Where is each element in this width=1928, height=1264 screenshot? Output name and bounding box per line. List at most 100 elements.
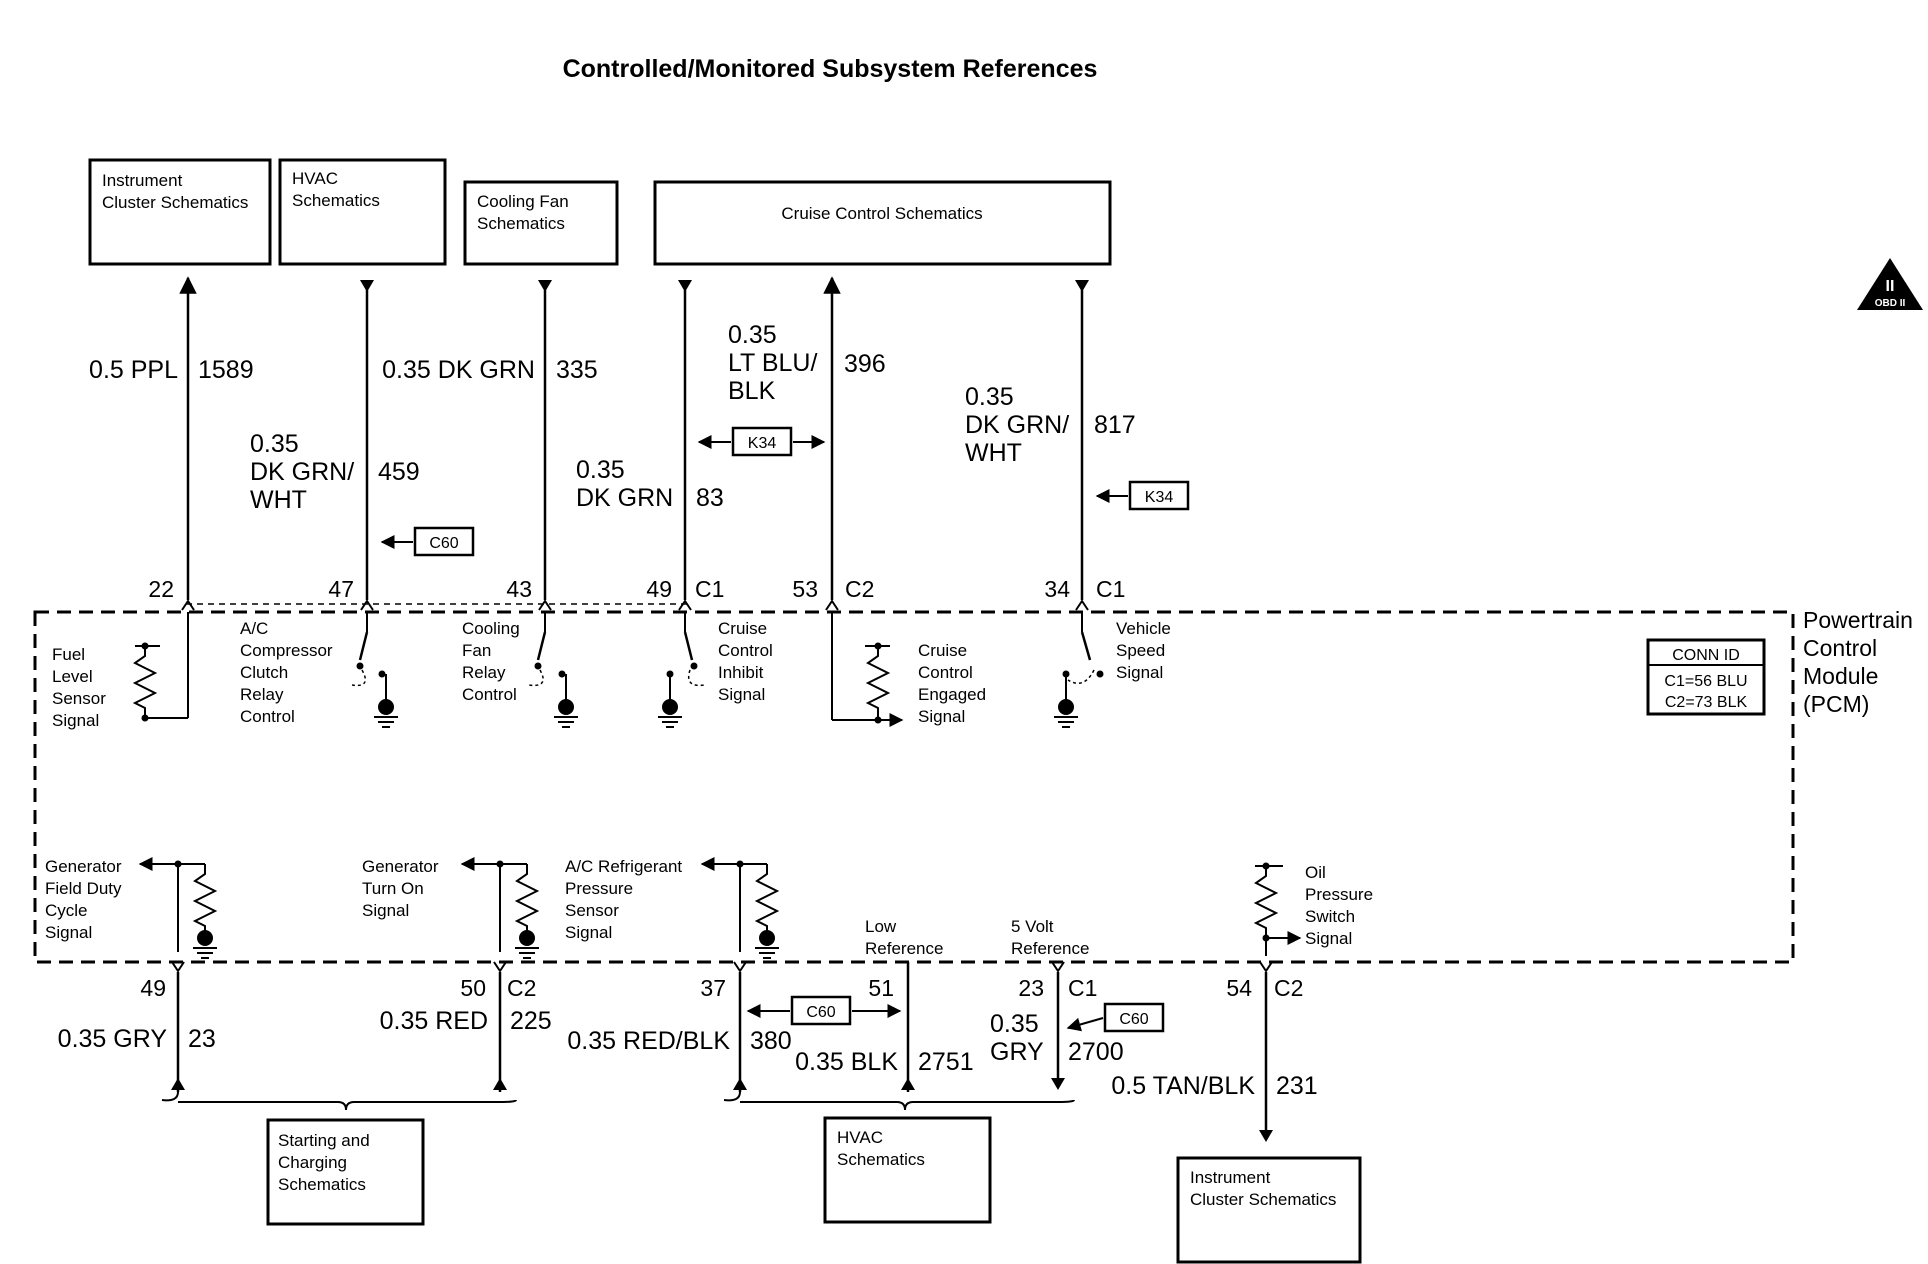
cruise-engaged-circuit [831, 612, 904, 727]
wire-380: 37 0.35 RED/BLK 380 [567, 961, 792, 1092]
svg-text:34: 34 [1044, 576, 1070, 602]
vehicle-speed-label: Vehicle Speed Signal [1116, 619, 1176, 682]
option-k34-speed: K34 [1095, 480, 1190, 511]
generator-turn-on-label: Generator Turn On Signal [362, 857, 443, 920]
ac-clutch-relay-switch [351, 612, 399, 728]
svg-text:0.35 DK GRN: 0.35 DK GRN [576, 456, 673, 512]
svg-text:53: 53 [792, 576, 818, 602]
svg-text:0.35 RED/BLK: 0.35 RED/BLK [567, 1027, 730, 1055]
svg-text:C1=56 BLU: C1=56 BLU [1664, 673, 1747, 690]
ac-pressure-label: A/C Refrigerant Pressure Sensor Signal [565, 857, 687, 942]
svg-text:0.35 GRY: 0.35 GRY [990, 1010, 1046, 1066]
cooling-fan-label: Cooling Fan Relay Control [462, 619, 524, 704]
diagram-title: Controlled/Monitored Subsystem Reference… [563, 55, 1098, 83]
wire-335: 0.35 DK GRN 335 43 [382, 280, 598, 611]
obd-ii-badge: II OBD II [1857, 258, 1923, 310]
svg-text:0.35 DK GRN: 0.35 DK GRN [382, 356, 535, 384]
svg-text:C60: C60 [429, 535, 458, 552]
generator-turn-on-circuit [460, 857, 540, 959]
svg-text:C1: C1 [1068, 975, 1097, 1001]
svg-text:0.35 RED: 0.35 RED [380, 1007, 488, 1035]
conn-id-table: CONN ID C1=56 BLU C2=73 BLK [1646, 638, 1766, 716]
fuel-level-sensor-circuit [132, 612, 189, 722]
svg-text:335: 335 [556, 356, 598, 384]
svg-text:Instrument Cluster Schem: Instrument Cluster Schematics [1190, 1168, 1336, 1209]
option-k34-cruise: K34 [697, 426, 826, 457]
svg-text:Cruise Control Schematics: Cruise Control Schematics [781, 204, 982, 223]
svg-text:1589: 1589 [198, 356, 254, 384]
ac-clutch-label: A/C Compressor Clutch Relay Control [240, 619, 337, 726]
svg-text:225: 225 [510, 1007, 552, 1035]
bracket-hvac-bottom [723, 1091, 1075, 1111]
svg-text:231: 231 [1276, 1072, 1318, 1100]
svg-text:0.35 DK GRN/ WHT: 0.35 DK GRN/ WHT [250, 430, 361, 514]
oil-pressure-switch-circuit [1253, 862, 1302, 956]
svg-text:0.35 LT BLU/ BLK: 0.35 LT BLU/ BLK [728, 321, 824, 405]
svg-text:23: 23 [188, 1025, 216, 1053]
svg-text:49: 49 [140, 975, 166, 1001]
svg-text:47: 47 [328, 576, 354, 602]
svg-text:51: 51 [868, 975, 894, 1001]
svg-text:2751: 2751 [918, 1048, 974, 1076]
svg-text:C2: C2 [507, 975, 536, 1001]
wire-231: 54 C2 0.5 TAN/BLK 231 [1111, 961, 1318, 1142]
wire-225: 50 C2 0.35 RED 225 [380, 961, 552, 1092]
svg-text:0.35 DK GRN/ WHT: 0.35 DK GRN/ WHT [965, 383, 1076, 467]
svg-text:C60: C60 [806, 1004, 835, 1021]
cruise-inhibit-switch [657, 612, 706, 728]
svg-text:37: 37 [700, 975, 726, 1001]
svg-text:2700: 2700 [1068, 1038, 1124, 1066]
svg-text:C1: C1 [1096, 576, 1125, 602]
svg-text:0.35 GRY: 0.35 GRY [58, 1025, 168, 1053]
cooling-fan-relay-switch [527, 612, 579, 728]
svg-text:K34: K34 [1145, 489, 1174, 506]
wire-83: 0.35 DK GRN 83 49 C1 [576, 280, 724, 611]
wire-1589: 0.5 PPL 1589 22 [89, 276, 254, 611]
generator-field-circuit [138, 857, 218, 959]
cruise-inhibit-label: Cruise Control Inhibit Signal [718, 619, 778, 704]
vehicle-speed-switch [1053, 612, 1104, 728]
wire-459: 0.35 DK GRN/ WHT 459 47 [250, 280, 420, 611]
wire-396: 0.35 LT BLU/ BLK 396 53 C2 [728, 276, 886, 611]
svg-text:OBD II: OBD II [1875, 298, 1906, 309]
wire-817: 0.35 DK GRN/ WHT 817 34 C1 [965, 280, 1136, 611]
svg-text:C60: C60 [1119, 1011, 1148, 1028]
oil-pressure-label: Oil Pressure Switch Signal [1305, 863, 1378, 948]
pcm-boundary [33, 610, 1795, 964]
svg-text:23: 23 [1018, 975, 1044, 1001]
svg-text:C2=73 BLK: C2=73 BLK [1665, 694, 1748, 711]
starting-charging-schematics-box[interactable]: Starting and Charging Schematics [266, 1118, 425, 1226]
svg-text:396: 396 [844, 350, 886, 378]
svg-text:0.35 BLK: 0.35 BLK [795, 1048, 898, 1076]
cruise-control-schematics-box[interactable]: Cruise Control Schematics [653, 180, 1112, 266]
hvac-schematics-box-bottom[interactable]: HVAC Schematics [823, 1116, 992, 1224]
option-c60-bottom-2700: C60 [1066, 1002, 1165, 1033]
svg-text:0.5 TAN/BLK: 0.5 TAN/BLK [1111, 1072, 1255, 1100]
svg-text:83: 83 [696, 484, 724, 512]
bracket-starting-charging [161, 1091, 517, 1111]
svg-text:0.5 PPL: 0.5 PPL [89, 356, 178, 384]
cruise-engaged-label: Cruise Control Engaged Signal [918, 641, 991, 726]
instrument-cluster-schematics-box-bottom[interactable]: Instrument Cluster Schematics [1176, 1156, 1362, 1264]
svg-text:50: 50 [460, 975, 486, 1001]
svg-text:459: 459 [378, 458, 420, 486]
svg-text:C2: C2 [1274, 975, 1303, 1001]
five-volt-reference-label: 5 Volt Reference [1011, 917, 1089, 958]
svg-text:Starting and Charging: Starting and Charging Schematics [278, 1131, 374, 1194]
svg-text:817: 817 [1094, 411, 1136, 439]
svg-text:49: 49 [646, 576, 672, 602]
svg-text:43: 43 [506, 576, 532, 602]
option-c60-bottom-380: C60 [746, 995, 902, 1026]
svg-text:380: 380 [750, 1027, 792, 1055]
svg-text:54: 54 [1226, 975, 1252, 1001]
fuel-level-signal-label: Fuel Level Sensor Signal [52, 645, 111, 730]
svg-text:HVAC Schematics: HVAC Schematics [837, 1128, 925, 1169]
wire-23: 49 0.35 GRY 23 [58, 961, 216, 1092]
